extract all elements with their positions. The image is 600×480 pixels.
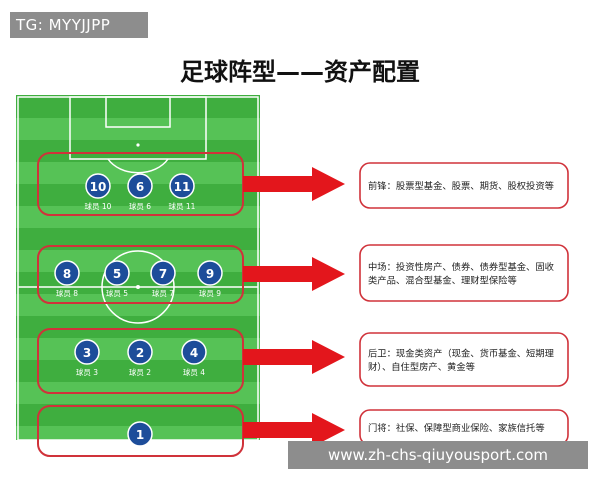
diagram-title: 足球阵型——资产配置 xyxy=(180,58,420,86)
player-circle xyxy=(150,260,176,286)
formation-row: 8 球员 8 5 球员 5 7 球员 7 9 球员 9 中场：投资性房产、债券、债券型基金、固收… xyxy=(37,244,569,304)
player-circle xyxy=(54,260,80,286)
player-marker: 9 球员 9 xyxy=(197,260,223,298)
right-arrow-icon xyxy=(243,167,345,201)
player-marker: 2 球员 2 xyxy=(127,339,153,377)
watermark-top: TG: MYYJJPP xyxy=(10,12,148,38)
description-box xyxy=(359,244,569,302)
description-text: 门将：社保、保障型商业保险、家族信托等 xyxy=(368,422,545,434)
player-circle xyxy=(74,339,100,365)
player-circle xyxy=(85,173,111,199)
player-circle xyxy=(169,173,195,199)
player-label: 球员 7 xyxy=(152,288,174,298)
right-arrow-icon xyxy=(243,413,345,447)
player-label: 球员 5 xyxy=(106,288,128,298)
player-marker: 5 球员 5 xyxy=(104,260,130,298)
player-number: 8 xyxy=(63,267,71,281)
player-circle xyxy=(127,339,153,365)
player-marker: 11 球员 11 xyxy=(169,173,196,211)
right-arrow-icon xyxy=(243,340,345,374)
pitch-stripe xyxy=(16,118,260,140)
player-number: 5 xyxy=(113,267,121,281)
soccer-pitch xyxy=(16,95,260,441)
player-marker: 1 xyxy=(127,421,153,447)
player-label: 球员 11 xyxy=(169,201,196,211)
player-number: 11 xyxy=(174,180,191,194)
player-circle xyxy=(197,260,223,286)
player-number: 7 xyxy=(159,267,167,281)
player-circle xyxy=(127,421,153,447)
player-label: 球员 4 xyxy=(183,367,205,377)
player-circle xyxy=(127,173,153,199)
pitch-stripe xyxy=(16,294,260,316)
pitch-stripe xyxy=(16,250,260,272)
center-circle xyxy=(101,250,175,324)
description-box xyxy=(359,162,569,209)
description-box xyxy=(359,332,569,387)
player-label: 球员 10 xyxy=(85,201,112,211)
watermark-bottom: www.zh-chs-qiuyousport.com xyxy=(288,441,588,469)
player-marker: 8 球员 8 xyxy=(54,260,80,298)
player-label: 球员 8 xyxy=(56,288,78,298)
description-text: 前锋：股票型基金、股票、期货、股权投资等 xyxy=(368,180,554,192)
penalty-arc xyxy=(107,158,169,174)
player-marker: 10 球员 10 xyxy=(85,173,112,211)
player-label: 球员 2 xyxy=(129,367,151,377)
player-marker: 4 球员 4 xyxy=(181,339,207,377)
player-circle xyxy=(104,260,130,286)
formation-row: 3 球员 3 2 球员 2 4 球员 4 后卫：现金类资产（现金、货币基金、短期理财）、自住… xyxy=(37,328,569,394)
player-label: 球员 9 xyxy=(199,288,221,298)
right-arrow-icon xyxy=(243,257,345,291)
player-number: 1 xyxy=(136,428,144,442)
goal-box xyxy=(105,96,171,128)
player-number: 6 xyxy=(136,180,144,194)
player-number: 2 xyxy=(136,346,144,360)
player-marker: 6 球员 6 xyxy=(127,173,153,211)
player-label: 球员 3 xyxy=(76,367,98,377)
description-text: 类产品、混合型基金、理财型保险等 xyxy=(368,274,517,286)
player-label: 球员 6 xyxy=(129,201,151,211)
player-circle xyxy=(181,339,207,365)
formation-row: 1 门将：社保、保障型商业保险、家族信托等 xyxy=(37,405,569,457)
player-marker: 7 球员 7 xyxy=(150,260,176,298)
formation-row: 10 球员 10 6 球员 6 11 球员 11 前锋：股票型基金、股票、期货、股权投资等 xyxy=(37,152,569,216)
player-number: 9 xyxy=(206,267,214,281)
player-number: 10 xyxy=(90,180,107,194)
description-text: 财）、自住型房产、黄金等 xyxy=(368,361,475,373)
player-marker: 3 球员 3 xyxy=(74,339,100,377)
description-text: 中场：投资性房产、债券、债券型基金、固收 xyxy=(368,261,554,273)
description-text: 后卫：现金类资产（现金、货币基金、短期理 xyxy=(368,347,554,359)
player-number: 4 xyxy=(190,346,198,360)
pitch-stripe xyxy=(16,206,260,228)
player-number: 3 xyxy=(83,346,91,360)
